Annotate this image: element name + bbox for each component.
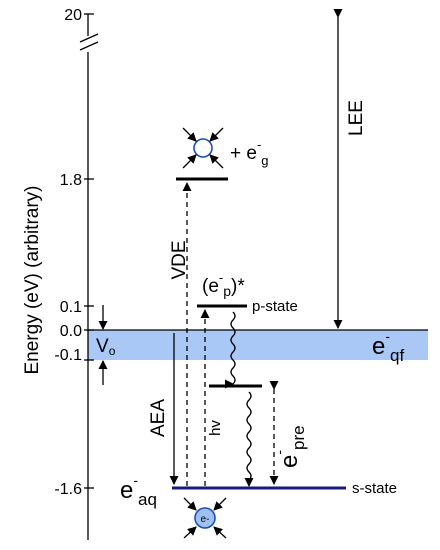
axis-break-mark-2 [79,41,99,51]
hv-label: hv [207,420,224,436]
tick-label-20: 20 [64,7,82,24]
hydrated-electron-symbol: e- [201,514,210,525]
excited-electron-label: (e-p)* [202,270,245,299]
aea-label: AEA [148,399,169,437]
tick-label-neg1.6: -1.6 [54,481,82,498]
relaxation-wavy-arrow-1 [230,311,242,385]
p-state-label: p-state [252,298,298,315]
quasi-free-band [88,330,428,360]
tick-label-0.1: 0.1 [60,299,82,316]
gas-electron-label: + e-g [230,137,269,168]
tick-label-neg0.1: -0.1 [54,347,82,364]
pre-solvated-label: e-pre [271,425,308,468]
tick-label-1.8: 1.8 [60,172,82,189]
lee-label: LEE [346,100,367,136]
y-axis-title: Energy (eV) (arbitrary) [22,186,43,375]
hydrated-electron-label: e-aq [120,472,157,509]
axis-break-mark-1 [79,33,99,43]
s-state-label: s-state [352,480,397,497]
v0-label: Vo [96,336,116,358]
quasi-free-electron-label: e-qf [372,328,404,365]
vde-label: VDE [169,240,190,279]
tick-label-0.0: 0.0 [60,323,82,340]
hydrated-electron-icon [183,497,227,539]
gas-electron-icon [182,127,224,169]
relaxation-wavy-arrow-2 [244,391,254,487]
